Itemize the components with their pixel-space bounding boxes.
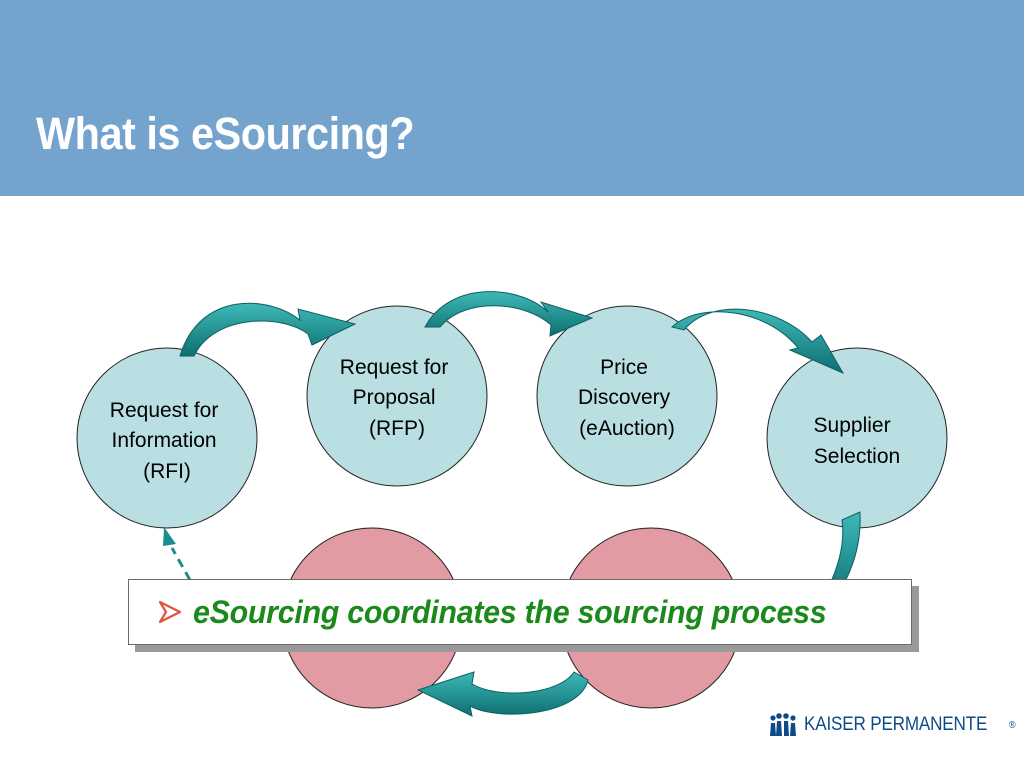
people-logo-icon (770, 713, 796, 736)
node-rfi-line-1: Request for (110, 399, 219, 422)
node-rfi-line-3: (RFI) (143, 460, 191, 483)
logo-text: KAISER PERMANENTE (804, 714, 988, 735)
logo-registered-mark: ® (1008, 719, 1016, 731)
callout-text: eSourcing coordinates the sourcing proce… (193, 593, 827, 630)
curved-arrow-rfp-to-price (424, 291, 594, 337)
curved-arrow-bottom-return (416, 671, 589, 717)
node-rfi-line-2: Information (112, 429, 217, 452)
node-rfp-line-2: Proposal (353, 386, 436, 409)
node-rfp: Request for Proposal (RFP) (306, 305, 488, 487)
node-rfi: Request for Information (RFI) (76, 347, 258, 529)
node-supplier-line-1: Supplier (814, 414, 891, 437)
node-rfp-line-1: Request for (340, 356, 449, 379)
node-price-discovery: Price Discovery (eAuction) (536, 305, 718, 487)
node-supplier-selection: Supplier Selection (766, 347, 948, 529)
curved-arrow-price-to-supplier (670, 308, 845, 375)
page-title: What is eSourcing? (36, 108, 415, 159)
header-band (0, 0, 1024, 196)
arrow-bullet-icon (158, 600, 182, 624)
company-logo: KAISER PERMANENTE ® (768, 710, 1016, 740)
node-price-line-1: Price (600, 356, 648, 379)
svg-text:Supplier Selection: Supplier Selection (814, 414, 901, 468)
node-supplier-line-2: Selection (814, 445, 900, 468)
svg-text:Request for Proposal: Request for Proposal (RFP) (340, 356, 454, 440)
node-rfp-line-3: (RFP) (369, 417, 425, 440)
svg-text:Request for Informatio: Request for Information (RFI) (110, 399, 224, 483)
node-price-line-2: Discovery (578, 386, 671, 409)
curved-arrow-rfi-to-rfp (179, 302, 357, 357)
callout-box: eSourcing coordinates the sourcing proce… (128, 579, 912, 645)
dashed-return-connector (170, 547, 192, 581)
node-price-line-3: (eAuction) (579, 417, 675, 440)
dashed-arrowhead (163, 527, 176, 546)
svg-text:Price Discovery: Price Discovery (eAuction) (578, 356, 676, 440)
